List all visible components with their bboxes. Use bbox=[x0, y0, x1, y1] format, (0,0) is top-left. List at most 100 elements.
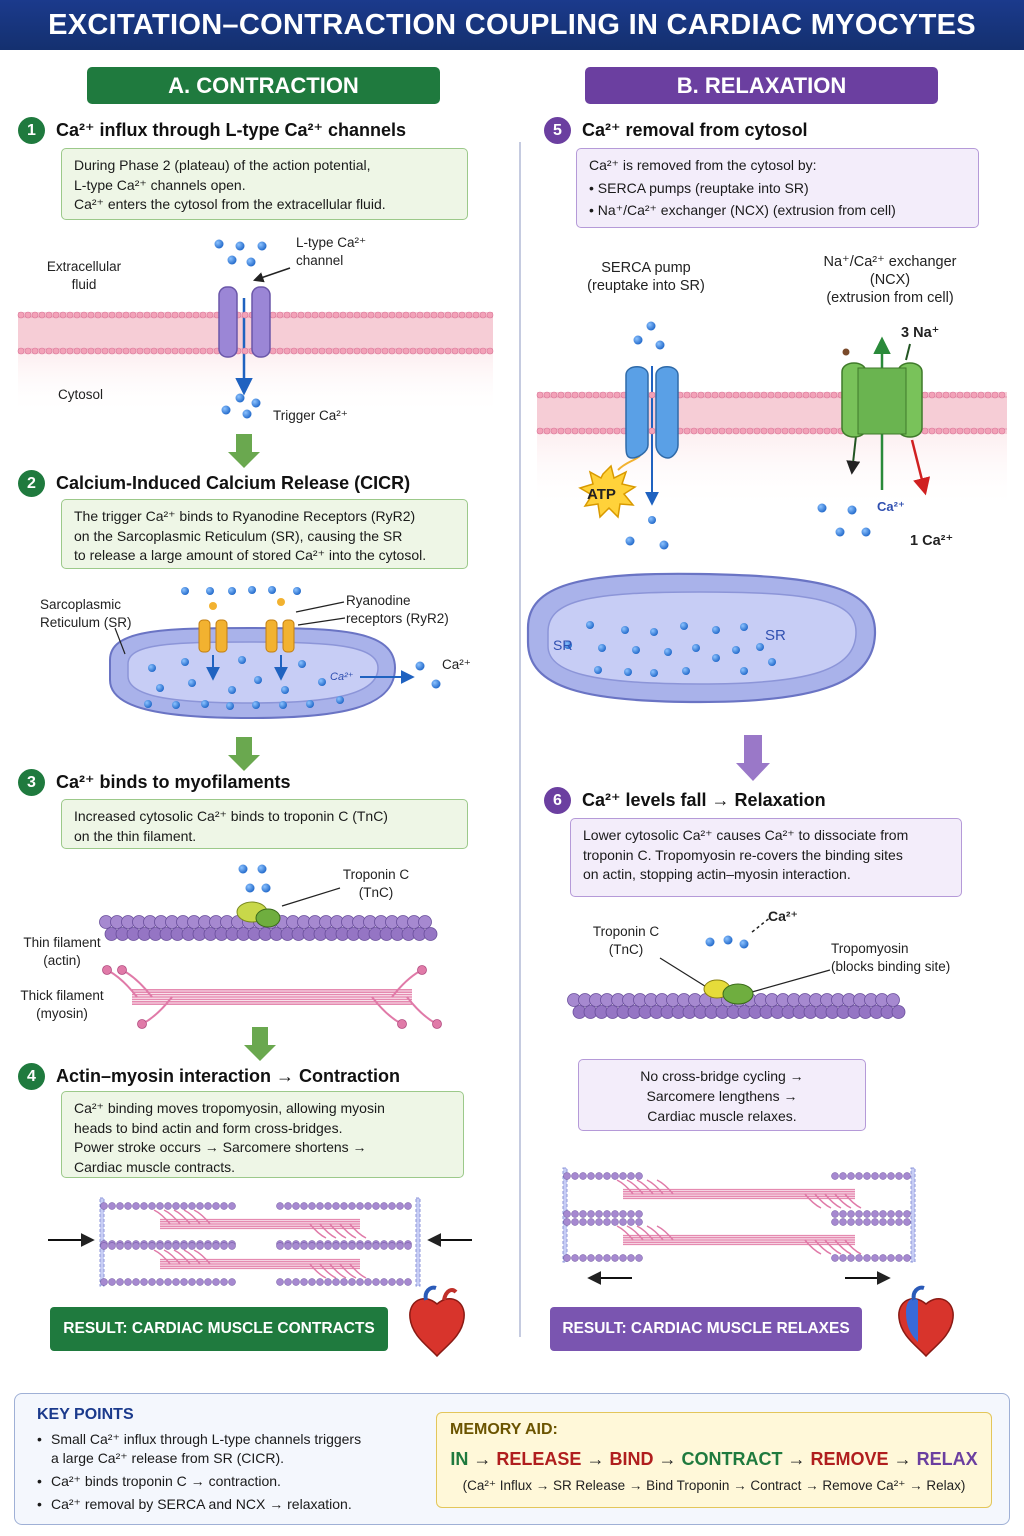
calcium-ions-step1 bbox=[214, 239, 267, 419]
label-ncx-calcium: Ca²⁺ bbox=[877, 499, 905, 514]
step-5-heading: 5 Ca²⁺ removal from cytosol bbox=[544, 117, 808, 144]
step-5-number: 5 bbox=[544, 117, 571, 144]
label-cytosol: Cytosol bbox=[58, 387, 104, 402]
label-sr-left: SR bbox=[553, 637, 573, 653]
sarcomere-contracted bbox=[99, 1197, 421, 1287]
memory-aid-panel bbox=[436, 1412, 992, 1508]
section-contraction-header: A. CONTRACTION bbox=[87, 67, 440, 104]
step-4-title: Actin–myosin interaction → Contraction bbox=[56, 1066, 401, 1086]
memory-aid-explanation: (Ca²⁺ Influx → SR Release → Bind Troponi… bbox=[462, 1478, 966, 1493]
step-1-heading: 1 Ca²⁺ influx through L-type Ca²⁺ channe… bbox=[18, 117, 406, 144]
label-atp: ATP bbox=[587, 486, 616, 503]
key-point-item: Ca²⁺ removal by SERCA and NCX → relaxati… bbox=[37, 1495, 402, 1514]
chain-word-relax: RELAX bbox=[916, 1449, 978, 1469]
step-5-line-1: Ca²⁺ is removed from the cytosol by: bbox=[589, 157, 817, 173]
calcium-ions-step6 bbox=[705, 935, 749, 949]
heart-icon-right bbox=[898, 1285, 954, 1358]
chain-word-remove: REMOVE bbox=[810, 1449, 889, 1469]
sarcoplasmic-reticulum-right bbox=[526, 572, 877, 704]
result-contracts-banner: RESULT: CARDIAC MUSCLE CONTRACTS bbox=[50, 1307, 388, 1351]
step-4-line-2: heads to bind actin and form cross-bridg… bbox=[74, 1119, 343, 1136]
chain-arrow: → bbox=[586, 1449, 605, 1469]
step-2-line-1: The trigger Ca²⁺ binds to Ryanodine Rece… bbox=[74, 508, 416, 524]
step-2-description: The trigger Ca²⁺ binds to Ryanodine Rece… bbox=[61, 499, 468, 569]
chain-word-release: RELEASE bbox=[496, 1449, 582, 1469]
step-5-description: Ca²⁺ is removed from the cytosol by: • S… bbox=[576, 148, 979, 228]
step-4-heading: 4 Actin–myosin interaction → Contraction bbox=[18, 1063, 400, 1090]
step-1-line-3: Ca²⁺ enters the cytosol from the extrace… bbox=[74, 196, 386, 212]
step-4-line-1: Ca²⁺ binding moves tropomyosin, allowing… bbox=[74, 1100, 385, 1116]
label-sr-right: SR bbox=[765, 627, 786, 644]
label-dissociating-calcium: Ca²⁺ bbox=[768, 908, 798, 924]
label-thick-filament: Thick filament (myosin) bbox=[20, 988, 104, 1021]
key-points-title: KEY POINTS bbox=[37, 1406, 134, 1423]
step-1-description: During Phase 2 (plateau) of the action p… bbox=[61, 148, 468, 220]
step-3-title: Ca²⁺ binds to myofilaments bbox=[56, 772, 291, 792]
down-arrow-3 bbox=[244, 1027, 276, 1061]
step-2-title: Calcium-Induced Calcium Release (CICR) bbox=[56, 473, 411, 493]
label-ltype-channel: L-type Ca²⁺ channel bbox=[296, 235, 367, 268]
cell-membrane-right bbox=[537, 392, 1007, 434]
step-3-line-2: on the thin filament. bbox=[74, 827, 197, 844]
label-thin-filament: Thin filament (actin) bbox=[23, 935, 101, 968]
thin-filament-actin-right bbox=[567, 993, 906, 1019]
down-arrow-5 bbox=[736, 735, 770, 781]
key-point-item: Ca²⁺ binds troponin C → contraction. bbox=[37, 1472, 402, 1491]
ltype-channel-shape bbox=[218, 286, 271, 358]
chain-arrow: → bbox=[658, 1449, 677, 1469]
calcium-ions-sr-right bbox=[564, 621, 776, 677]
page-title: EXCITATION–CONTRACTION COUPLING IN CARDI… bbox=[0, 0, 1024, 50]
chain-arrow: → bbox=[787, 1449, 806, 1469]
chain-word-bind: BIND bbox=[609, 1449, 654, 1469]
step-6-title: Ca²⁺ levels fall → Relaxation bbox=[582, 790, 826, 810]
chain-arrow: → bbox=[473, 1449, 492, 1469]
section-relaxation-header: B. RELAXATION bbox=[585, 67, 938, 104]
sarcomere-relaxed bbox=[562, 1167, 916, 1263]
label-trigger-calcium: Trigger Ca²⁺ bbox=[273, 408, 348, 423]
step-4-line-3: Power stroke occurs → Sarcomere shortens… bbox=[74, 1139, 367, 1155]
label-extracellular-fluid: Extracellular fluid bbox=[46, 259, 122, 292]
label-one-calcium: 1 Ca²⁺ bbox=[910, 533, 954, 549]
step-6-heading: 6 Ca²⁺ levels fall → Relaxation bbox=[544, 787, 826, 814]
lipid-bilayer-heads bbox=[17, 311, 494, 355]
step-5-title: Ca²⁺ removal from cytosol bbox=[582, 120, 808, 140]
step-6-number: 6 bbox=[544, 787, 571, 814]
label-troponin-c-left: Troponin C (TnC) bbox=[342, 867, 410, 900]
step-3-heading: 3 Ca²⁺ binds to myofilaments bbox=[18, 769, 291, 796]
step-4-description: Ca²⁺ binding moves tropomyosin, allowing… bbox=[61, 1091, 464, 1178]
label-troponin-c-right: Troponin C (TnC) bbox=[592, 924, 660, 957]
ncx-exchanger-shape bbox=[841, 362, 923, 438]
step-3-description: Increased cytosolic Ca²⁺ binds to tropon… bbox=[61, 799, 468, 849]
down-arrow-1 bbox=[228, 434, 260, 468]
label-ncx-exchanger: Na⁺/Ca²⁺ exchanger (NCX) (extrusion from… bbox=[823, 254, 957, 306]
troponin-complex-right bbox=[703, 979, 754, 1005]
step-5-line-2: • SERCA pumps (reuptake into SR) bbox=[589, 179, 809, 196]
key-point-item: Small Ca²⁺ influx through L-type channel… bbox=[37, 1430, 402, 1468]
step-1-number: 1 bbox=[18, 117, 45, 144]
ryanodine-receptors bbox=[198, 598, 295, 653]
step-6-description: Lower cytosolic Ca²⁺ causes Ca²⁺ to diss… bbox=[570, 818, 962, 897]
label-released-calcium: Ca²⁺ bbox=[442, 657, 471, 672]
step-6-line-1: Lower cytosolic Ca²⁺ causes Ca²⁺ to diss… bbox=[583, 827, 909, 843]
result-relaxes-banner: RESULT: CARDIAC MUSCLE RELAXES bbox=[550, 1307, 862, 1351]
step-4-number: 4 bbox=[18, 1063, 45, 1090]
step-1-title: Ca²⁺ influx through L-type Ca²⁺ channels bbox=[56, 120, 407, 140]
thin-filament-actin-left bbox=[99, 915, 438, 941]
step-2-number: 2 bbox=[18, 470, 45, 497]
label-ryanodine-receptors: Ryanodine receptors (RyR2) bbox=[346, 593, 449, 626]
step-3-line-1: Increased cytosolic Ca²⁺ binds to tropon… bbox=[74, 808, 388, 824]
step-5-line-3: • Na⁺/Ca²⁺ exchanger (NCX) (extrusion fr… bbox=[589, 202, 896, 218]
chain-word-in: IN bbox=[450, 1449, 469, 1469]
memory-aid-title: MEMORY AID: bbox=[450, 1421, 558, 1438]
step-4-line-4: Cardiac muscle contracts. bbox=[74, 1158, 236, 1175]
step-2-heading: 2 Calcium-Induced Calcium Release (CICR) bbox=[18, 470, 410, 497]
step-6-line-3: on actin, stopping actin–myosin interact… bbox=[583, 866, 851, 882]
chain-word-contract: CONTRACT bbox=[681, 1449, 783, 1469]
label-tropomyosin: Tropomyosin (blocks binding site) bbox=[831, 941, 951, 974]
calcium-ions-step5 bbox=[625, 321, 871, 550]
column-divider bbox=[519, 142, 521, 1337]
chain-arrow: → bbox=[893, 1449, 912, 1469]
heart-icon-left bbox=[409, 1285, 465, 1358]
serca-pump-shape bbox=[625, 366, 679, 459]
